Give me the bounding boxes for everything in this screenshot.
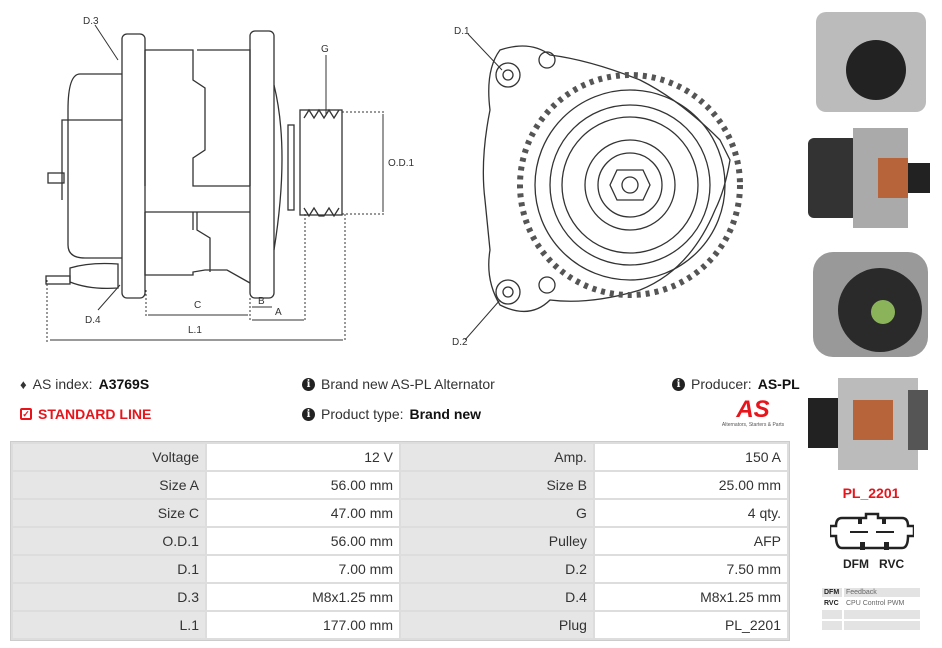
label-d1: D.1 [454, 26, 470, 37]
spec-label: Pulley [401, 528, 593, 554]
pin-name [822, 610, 842, 619]
product-photo-back[interactable] [808, 242, 934, 364]
spec-label: Size B [401, 472, 593, 498]
standard-line-badge: ✓ STANDARD LINE [20, 406, 151, 422]
spec-value: 7.00 mm [206, 556, 400, 582]
spec-value: 12 V [206, 444, 400, 470]
plug-code: PL_2201 [842, 485, 900, 501]
pin-label-dfm: DFM [843, 557, 869, 571]
spec-label: D.1 [13, 556, 205, 582]
pin-label-rvc: RVC [879, 557, 905, 571]
spec-label: D.4 [401, 584, 593, 610]
spec-label: O.D.1 [13, 528, 205, 554]
label-d4: D.4 [85, 315, 101, 326]
label-l1: L.1 [188, 325, 202, 336]
label-od1: O.D.1 [388, 158, 415, 169]
spec-value: 56.00 mm [206, 528, 400, 554]
pin-name [822, 621, 842, 630]
front-view-drawing [464, 33, 743, 340]
plug-connector-icon [830, 512, 914, 550]
plug-pin-row [822, 621, 920, 630]
spec-value: 150 A [594, 444, 787, 470]
spec-label: Amp. [401, 444, 593, 470]
spec-value: PL_2201 [594, 612, 787, 638]
tags-icon: ♦ [20, 376, 27, 392]
pin-name: DFM [822, 588, 842, 597]
spec-value: M8x1.25 mm [206, 584, 400, 610]
spec-label: Plug [401, 612, 593, 638]
spec-label: D.3 [13, 584, 205, 610]
info-icon: i [302, 407, 315, 421]
producer: i Producer: AS-PL [672, 376, 800, 392]
product-photo-side-1[interactable] [808, 118, 934, 238]
product-type: i Product type: Brand new [302, 406, 481, 422]
label-b: B [258, 296, 265, 307]
pin-description: CPU Control PWM [844, 599, 920, 608]
side-view-drawing [45, 24, 385, 342]
spec-value: 47.00 mm [206, 500, 400, 526]
spec-value: 7.50 mm [594, 556, 787, 582]
spec-value: 25.00 mm [594, 472, 787, 498]
label-g: G [321, 44, 329, 55]
pin-description: Feedback [844, 588, 920, 597]
spec-value: M8x1.25 mm [594, 584, 787, 610]
spec-label: G [401, 500, 593, 526]
spec-value: 177.00 mm [206, 612, 400, 638]
pin-description [844, 610, 920, 619]
as-index-value: A3769S [98, 376, 150, 392]
pin-name: RVC [822, 599, 842, 608]
checkbox-icon: ✓ [20, 408, 32, 420]
spec-value: 4 qty. [594, 500, 787, 526]
pin-description [844, 621, 920, 630]
info-icon: i [302, 377, 315, 391]
info-icon: i [672, 377, 685, 391]
as-pl-logo: AS Alternators, Starters & Parts [721, 396, 785, 429]
plug-pin-row [822, 610, 920, 619]
label-d3: D.3 [83, 16, 99, 27]
product-photo-side-2[interactable] [808, 370, 934, 480]
label-d2: D.2 [452, 337, 468, 348]
spec-label: Voltage [13, 444, 205, 470]
brand-new-info: i Brand new AS-PL Alternator [302, 376, 495, 392]
spec-label: Size A [13, 472, 205, 498]
spec-label: L.1 [13, 612, 205, 638]
spec-value: 56.00 mm [206, 472, 400, 498]
label-c: C [194, 300, 202, 311]
spec-value: AFP [594, 528, 787, 554]
spec-label: Size C [13, 500, 205, 526]
label-a: A [275, 307, 282, 318]
spec-label: D.2 [401, 556, 593, 582]
as-index: ♦ AS index: A3769S [20, 376, 150, 392]
product-photo-rear[interactable] [808, 6, 934, 116]
